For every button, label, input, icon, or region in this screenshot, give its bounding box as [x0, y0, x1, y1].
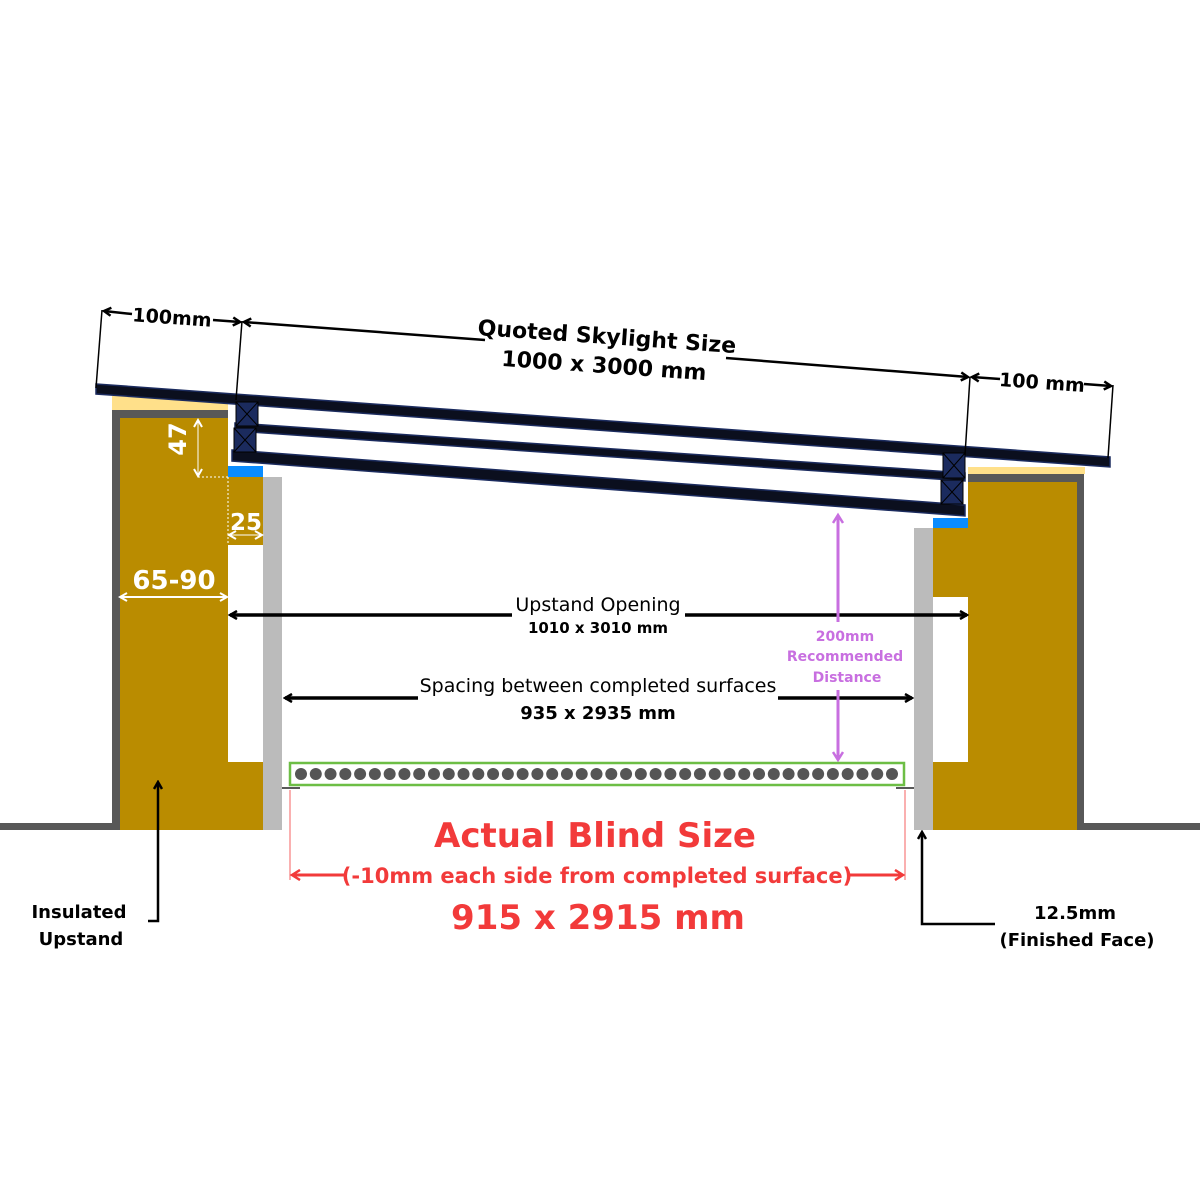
blind-slat [826, 768, 839, 780]
dim-25: 25 [230, 510, 262, 536]
blind-slats [295, 768, 898, 780]
blind-slat [856, 768, 869, 780]
blind-slat [620, 768, 633, 780]
finished-label-1: 12.5mm [1034, 903, 1116, 924]
insulated-upstand-callout [148, 782, 158, 923]
blind-slat [531, 768, 544, 780]
blind-title: Actual Blind Size [434, 816, 756, 856]
blind-slat [812, 768, 825, 780]
right-overhang-label: 100 mm [998, 369, 1085, 397]
blind-slat [487, 768, 500, 780]
blind-note: (-10mm each side from completed surface) [342, 864, 852, 888]
blind-slat [339, 768, 352, 780]
blind-slat [767, 768, 780, 780]
right-upstand [914, 467, 1085, 830]
blind-slat [782, 768, 795, 780]
blind-slat [295, 768, 307, 780]
right-finished-face [914, 528, 933, 830]
blind-slat [457, 768, 470, 780]
upstand-opening-size: 1010 x 3010 mm [528, 619, 668, 637]
insulated-label-1: Insulated [31, 902, 126, 923]
blind-slat [841, 768, 854, 780]
ground-line [0, 823, 1200, 830]
left-overhang-label: 100mm [132, 304, 213, 331]
recommended-line3: Distance [813, 670, 882, 686]
blind-slat [516, 768, 529, 780]
blind-slat [575, 768, 588, 780]
finished-label-2: (Finished Face) [999, 930, 1154, 951]
spacing-label: Spacing between completed surfaces [420, 675, 777, 697]
dim-65-90: 65-90 [132, 566, 215, 596]
blind-size-arrow [289, 790, 906, 880]
skylight-dimensions [95, 310, 1114, 459]
blind-slat [753, 768, 766, 780]
left-finished-face [263, 477, 282, 830]
skylight-frame [95, 383, 1111, 517]
blind-slat [368, 768, 381, 780]
blind-slat [501, 768, 514, 780]
blind-slat [324, 768, 337, 780]
blind-slat [723, 768, 736, 780]
blind [282, 761, 914, 789]
blind-slat [413, 768, 426, 780]
right-seal [933, 518, 968, 528]
blind-slat [693, 768, 706, 780]
upstand-opening-label: Upstand Opening [515, 594, 680, 616]
dim-47: 47 [164, 422, 192, 455]
blind-slat [886, 768, 898, 780]
blind-slat [309, 768, 322, 780]
left-seal [228, 466, 263, 477]
blind-slat [664, 768, 677, 780]
blind-slat [398, 768, 411, 780]
right-frame-blocks [940, 452, 966, 505]
blind-slat [560, 768, 573, 780]
blind-slat [634, 768, 647, 780]
blind-slat [797, 768, 810, 780]
finished-face-callout [922, 832, 995, 926]
blind-slat [442, 768, 455, 780]
right-packer [968, 467, 1085, 474]
blind-slat [708, 768, 721, 780]
blind-slat [649, 768, 662, 780]
blind-slat [590, 768, 603, 780]
blind-slat [679, 768, 692, 780]
recommended-line1: 200mm [816, 629, 874, 645]
blind-size: 915 x 2915 mm [451, 898, 745, 938]
recommended-line2: Recommended [787, 649, 903, 665]
blind-slat [871, 768, 884, 780]
blind-slat [546, 768, 559, 780]
small-dimensions [120, 420, 262, 597]
blind-slat [383, 768, 396, 780]
blind-slat [354, 768, 367, 780]
left-frame-blocks [233, 401, 259, 453]
blind-slat [605, 768, 618, 780]
blind-slat [472, 768, 485, 780]
blind-slat [427, 768, 440, 780]
blind-slat [738, 768, 751, 780]
spacing-size: 935 x 2935 mm [520, 703, 676, 724]
insulated-label-2: Upstand [39, 929, 124, 950]
